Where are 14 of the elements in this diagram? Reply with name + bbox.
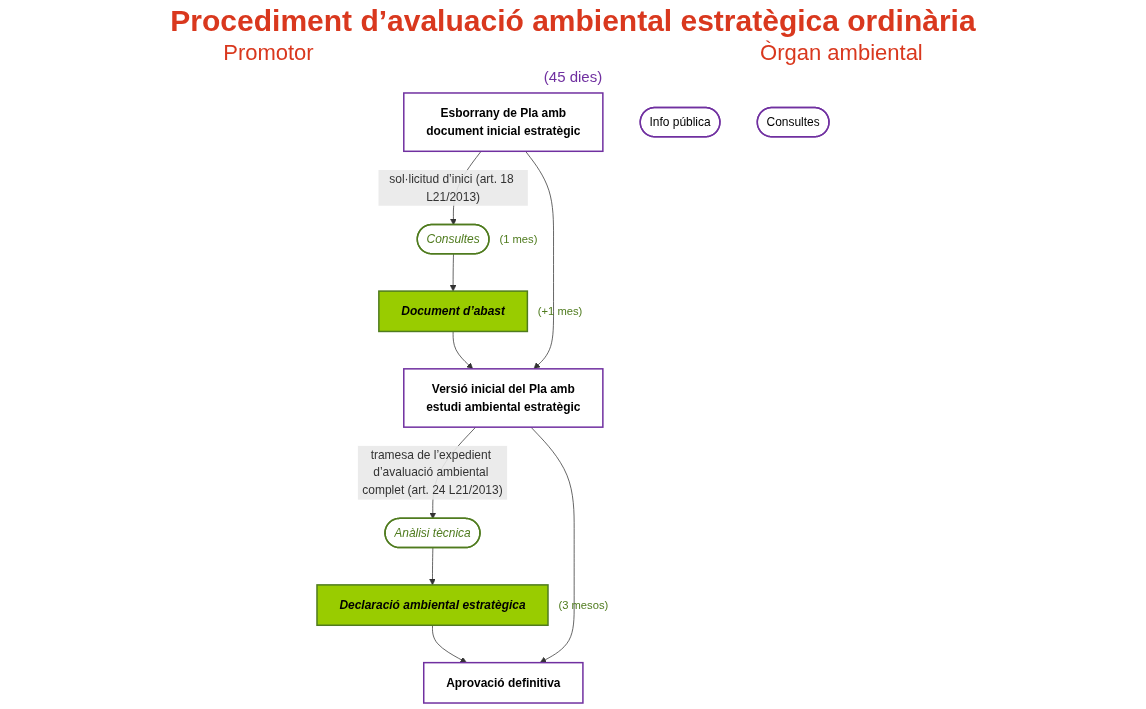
node-box: Aprovació definitiva [423, 661, 584, 704]
duration-note: (+1 mes) [537, 305, 583, 317]
edge-label: sol·licitud d’inici (art. 18 L21/2013) [389, 172, 514, 203]
duration-note: (45 dies) [543, 68, 603, 85]
duration-note: (1 mes) [499, 232, 538, 245]
node-box: Esborrany de Pla amb document inicial estratègic [403, 92, 604, 153]
duration-note: (3 mesos) [558, 598, 609, 611]
node-box: Declaració ambiental estratègica [316, 584, 549, 626]
edge-label: tramesa de l’expedient d’avaluació ambiental complet (art. 24 L21/2013) [362, 448, 503, 497]
lane-heading: Òrgan ambiental [760, 40, 923, 66]
node-box: Document d’abast [378, 290, 529, 333]
node-box: Versió inicial del Pla amb estudi ambiental estratègic [403, 368, 604, 428]
title: Procediment d’avaluació ambiental estratègica ordinària [170, 4, 976, 38]
lane-heading: Promotor [223, 40, 314, 66]
